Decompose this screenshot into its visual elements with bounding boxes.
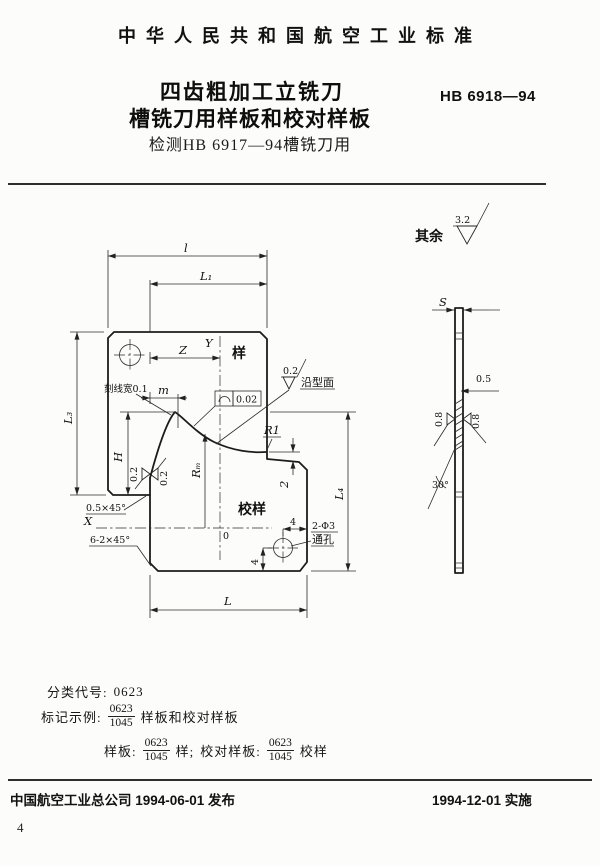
axis-y-label: Y (205, 336, 214, 350)
classification-code: 0623 (113, 683, 144, 699)
page-subtitle: 检测HB 6917—94槽铣刀用 (148, 137, 352, 154)
dim-0-5: 0.5 (461, 374, 499, 394)
page-title-line1: 四齿粗加工立铣刀 (160, 81, 344, 104)
side-view: S 0.5 0.8 0.8 30° (427, 295, 500, 574)
svg-text:0.2: 0.2 (283, 366, 298, 377)
template-mark-suffix: 样; (175, 744, 195, 760)
dim-Z: Z (149, 343, 220, 364)
through-holes-note: 2-Φ3 通孔 (290, 521, 338, 547)
svg-text:0.5×45°: 0.5×45° (86, 503, 126, 514)
profile-tolerance-frame: 0.02 (193, 390, 262, 427)
code-fraction: 0623 1045 (107, 703, 135, 730)
template-outline (107, 331, 308, 572)
dim-L: L (149, 575, 308, 618)
svg-text:4: 4 (290, 517, 296, 528)
svg-text:H: H (111, 451, 125, 463)
svg-text:L: L (223, 594, 232, 608)
header-rule (8, 183, 546, 185)
dim-H: H (111, 411, 176, 495)
svg-text:通孔: 通孔 (312, 533, 334, 546)
marking-text: 样板和校对样板 (140, 710, 239, 726)
template-marking-line: 样板: 0623 1045 样; 校对样板: 0623 1045 校样 (104, 737, 328, 764)
template-label: 样 (232, 345, 246, 362)
bevel-hatching (454, 398, 464, 451)
dim-R1: R1 (263, 423, 281, 453)
code-fraction: 0623 1045 (142, 737, 170, 764)
origin-label: 0 (223, 531, 229, 542)
svg-text:L₃: L₃ (61, 411, 75, 425)
dim-angle-30: 30° (427, 445, 457, 510)
main-view: Y X 0 样 校样 l L₁ L₃ (61, 241, 356, 618)
svg-text:R1: R1 (263, 423, 280, 437)
locating-hole-lower (268, 532, 298, 564)
svg-text:L₁: L₁ (199, 269, 212, 283)
svg-text:4: 4 (250, 559, 261, 565)
footer-rule (8, 779, 592, 781)
marking-example-line: 标记示例: 0623 1045 样板和校对样板 (41, 703, 239, 730)
chamfer-note-corners: 6-2×45° (89, 535, 152, 567)
scribe-note: 刻线宽0.1 (104, 383, 172, 416)
svg-text:0.02: 0.02 (236, 395, 257, 406)
svg-text:Rₘ: Rₘ (189, 462, 203, 479)
svg-text:0.2: 0.2 (129, 467, 140, 482)
implement-date: 1994-12-01 实施 (432, 793, 532, 808)
chamfer-note-small: 0.5×45° (86, 495, 147, 515)
svg-text:6-2×45°: 6-2×45° (90, 535, 130, 546)
general-roughness-prefix: 其余 (415, 228, 444, 245)
marking-label: 标记示例: (41, 710, 102, 726)
dim-L1: L₁ (149, 269, 267, 332)
classification-line: 分类代号: 0623 (47, 682, 144, 701)
svg-text:S: S (439, 295, 447, 309)
dim-hole-4v: 4 (250, 547, 272, 571)
side-view-outline (454, 307, 464, 574)
svg-text:Z: Z (178, 343, 188, 357)
general-roughness-value: 3.2 (455, 215, 470, 226)
notch-roughness: 0.2 0.2 (129, 457, 170, 490)
svg-text:30°: 30° (432, 480, 449, 491)
svg-text:0.2: 0.2 (159, 471, 170, 486)
svg-text:刻线宽0.1: 刻线宽0.1 (104, 383, 148, 395)
svg-text:L₄: L₄ (332, 487, 346, 501)
svg-text:0.5: 0.5 (476, 374, 491, 385)
page-title-line2: 槽铣刀用样板和校对样板 (129, 108, 371, 131)
dim-L3: L₃ (61, 331, 106, 496)
classification-label: 分类代号: (47, 685, 108, 700)
page-number: 4 (17, 820, 24, 835)
template-mark-label: 样板: (104, 744, 137, 760)
dim-L4: L₄ (270, 411, 356, 572)
svg-text:2-Φ3: 2-Φ3 (312, 521, 335, 532)
svg-text:0.8: 0.8 (471, 414, 482, 429)
check-mark-suffix: 校样 (299, 744, 328, 760)
svg-text:l: l (184, 241, 188, 255)
dim-l: l (107, 241, 268, 328)
publisher-issue-date: 中国航空工业总公司 1994-06-01 发布 (10, 793, 236, 808)
dim-m: m (141, 383, 187, 428)
axis-x-label: X (83, 514, 93, 528)
check-template-label: 校样 (238, 501, 266, 518)
svg-text:2: 2 (277, 481, 291, 489)
dim-hole-4h: 4 (282, 517, 307, 536)
check-mark-label: 校对样板: (200, 744, 261, 760)
general-roughness-symbol: 其余 3.2 (415, 202, 490, 245)
side-roughness: 0.8 0.8 (433, 412, 487, 447)
svg-text:m: m (158, 383, 169, 397)
standard-number: HB 6918—94 (440, 88, 536, 105)
locating-hole-upper (114, 339, 146, 371)
dim-S: S (432, 295, 500, 313)
standard-name: 中华人民共和国航空工业标准 (118, 26, 482, 46)
dim-step2: 2 (269, 438, 300, 489)
profile-surface-roughness: 0.2 沿型面 (215, 358, 335, 445)
profile-surface-label: 沿型面 (301, 375, 334, 389)
code-fraction: 0623 1045 (266, 737, 294, 764)
svg-text:0.8: 0.8 (434, 412, 445, 427)
dim-Rm: Rₘ (189, 434, 208, 528)
profile-curve (149, 411, 267, 479)
